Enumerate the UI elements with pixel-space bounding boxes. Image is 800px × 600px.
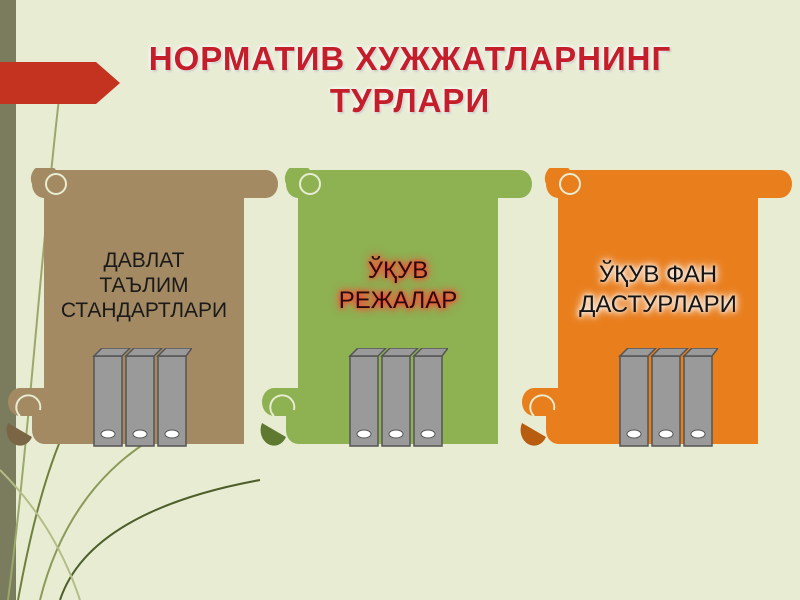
scroll-study-plans: ЎҚУВ РЕЖАЛАР (258, 168, 538, 453)
scroll-label: ЎҚУВ РЕЖАЛАР (288, 256, 508, 316)
scroll-shape (6, 168, 278, 446)
scroll-label-line: ДАВЛАТ (103, 249, 185, 272)
binder-folders-icon (92, 348, 192, 447)
binder-folders-icon (348, 348, 448, 447)
scroll-label: ДАВЛАТ ТАЪЛИМ СТАНДАРТЛАРИ (34, 248, 254, 323)
scroll-label-line: РЕЖАЛАР (338, 287, 458, 314)
scroll-subject-programs: ЎҚУВ ФАН ДАСТУРЛАРИ (518, 168, 798, 453)
scroll-label-line: ДАСТУРЛАРИ (579, 291, 737, 318)
scroll-label: ЎҚУВ ФАН ДАСТУРЛАРИ (548, 260, 768, 320)
scroll-label-line: ТАЪЛИМ (99, 274, 189, 297)
red-arrow-shape (0, 62, 120, 104)
scroll-shape (520, 168, 792, 446)
scroll-state-standards: ДАВЛАТ ТАЪЛИМ СТАНДАРТЛАРИ (4, 168, 284, 453)
title-line-1: НОРМАТИВ ХУЖЖАТЛАРНИНГ (148, 40, 672, 77)
scroll-label-line: ЎҚУВ (367, 257, 429, 284)
scroll-label-line: СТАНДАРТЛАРИ (60, 299, 228, 322)
page-title: НОРМАТИВ ХУЖЖАТЛАРНИНГ ТУРЛАРИ (120, 38, 700, 122)
scroll-shape (260, 168, 532, 446)
binder-folders-icon (618, 348, 718, 447)
scroll-label-line: ЎҚУВ ФАН (598, 261, 718, 288)
title-line-2: ТУРЛАРИ (329, 82, 491, 119)
